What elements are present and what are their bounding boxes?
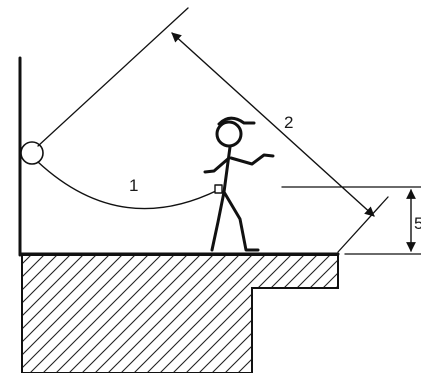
height-label: 5	[414, 214, 421, 233]
distance-label: 2	[284, 113, 293, 132]
lifeline-rope	[37, 161, 219, 210]
edge-tick	[337, 196, 389, 253]
anchor-ring	[20, 141, 44, 165]
worker-arm-right	[229, 153, 275, 166]
worker-leg-right	[222, 190, 260, 252]
harness-clip	[214, 184, 223, 194]
rope-label: 1	[129, 176, 138, 195]
worker-head	[215, 120, 243, 148]
worker-leg-left	[210, 190, 226, 252]
worker-cap	[217, 116, 256, 126]
pendulum-radius-line	[37, 7, 189, 147]
distance-arrow	[171, 32, 375, 217]
worker-figure	[203, 116, 275, 252]
ground-hatch	[21, 254, 339, 373]
worker-body	[222, 145, 232, 194]
worker-arm-left	[203, 156, 231, 174]
